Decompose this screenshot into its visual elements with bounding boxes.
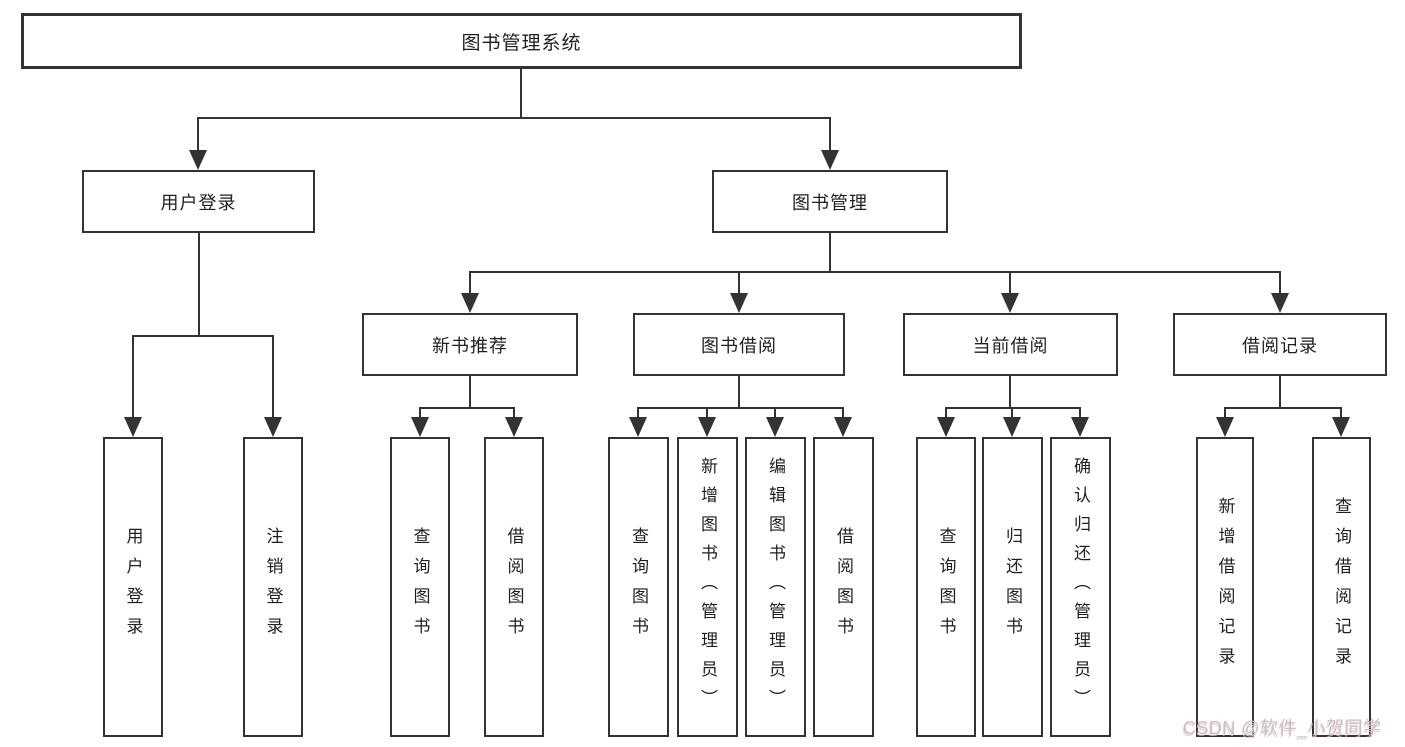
arrow-down-icon <box>189 150 207 170</box>
leaf-confirm-return-admin-label: 确认归还（管理员） <box>1071 456 1090 718</box>
connector-new-book-recommend-fork <box>419 376 515 420</box>
leaf-add-borrow-record: 新增借阅记录 <box>1196 437 1254 737</box>
arrow-down-icon <box>124 417 142 437</box>
arrow-down-icon <box>698 417 716 437</box>
connector-book-borrowing-fork <box>637 376 844 420</box>
leaf-add-books-admin: 新增图书（管理员） <box>677 437 738 737</box>
arrow-down-icon <box>766 417 784 437</box>
leaf-borrow-books-recommend: 借阅图书 <box>484 437 544 737</box>
leaf-logout-label: 注销登录 <box>263 527 283 647</box>
connector-root-fork <box>197 69 831 152</box>
arrow-down-icon <box>1001 293 1019 313</box>
arrow-down-icon <box>1216 417 1234 437</box>
leaf-query-books-borrowing-label: 查询图书 <box>629 527 648 647</box>
arrow-down-icon <box>834 417 852 437</box>
leaf-edit-books-admin-label: 编辑图书（管理员） <box>766 456 785 718</box>
arrow-down-icon <box>937 417 955 437</box>
node-library-system: 图书管理系统 <box>21 13 1022 69</box>
leaf-borrow-books-recommend-label: 借阅图书 <box>504 527 524 647</box>
arrow-down-icon <box>821 150 839 170</box>
connector-current-borrowing-fork <box>945 376 1081 420</box>
arrow-down-icon <box>461 293 479 313</box>
node-borrow-records: 借阅记录 <box>1173 313 1387 376</box>
node-book-borrowing: 图书借阅 <box>633 313 845 376</box>
node-book-management: 图书管理 <box>712 170 948 233</box>
leaf-return-books-label: 归还图书 <box>1003 527 1022 647</box>
leaf-borrow-books-borrowing: 借阅图书 <box>813 437 874 737</box>
arrow-down-icon <box>411 417 429 437</box>
leaf-query-books-recommend-label: 查询图书 <box>410 527 430 647</box>
leaf-edit-books-admin: 编辑图书（管理员） <box>745 437 806 737</box>
leaf-query-books-recommend: 查询图书 <box>390 437 450 737</box>
node-current-borrowing: 当前借阅 <box>903 313 1118 376</box>
arrowheads <box>124 150 1350 437</box>
arrow-down-icon <box>505 417 523 437</box>
leaf-borrow-books-borrowing-label: 借阅图书 <box>834 527 853 647</box>
leaf-query-borrow-record: 查询借阅记录 <box>1312 437 1371 737</box>
connector-borrow-records-fork <box>1224 376 1342 420</box>
arrow-down-icon <box>1271 293 1289 313</box>
leaf-query-books-borrowing: 查询图书 <box>608 437 669 737</box>
arrow-down-icon <box>1332 417 1350 437</box>
leaf-query-borrow-record-label: 查询借阅记录 <box>1332 497 1351 677</box>
leaf-query-books-current: 查询图书 <box>916 437 976 737</box>
arrow-down-icon <box>1071 417 1089 437</box>
leaf-logout: 注销登录 <box>243 437 303 737</box>
leaf-return-books: 归还图书 <box>982 437 1043 737</box>
arrow-down-icon <box>730 293 748 313</box>
connector-user-login-fork <box>132 233 274 420</box>
csdn-watermark: CSDN @软件_小贺同学 <box>1183 718 1382 738</box>
leaf-confirm-return-admin: 确认归还（管理员） <box>1050 437 1111 737</box>
node-user-login: 用户登录 <box>82 170 315 233</box>
arrow-down-icon <box>264 417 282 437</box>
leaf-add-borrow-record-label: 新增借阅记录 <box>1215 497 1235 677</box>
leaf-query-books-current-label: 查询图书 <box>936 527 956 647</box>
connector-book-management-fork <box>469 233 1281 296</box>
connector-lines <box>132 69 1342 420</box>
leaf-add-books-admin-label: 新增图书（管理员） <box>698 456 717 718</box>
node-new-book-recommend: 新书推荐 <box>362 313 578 376</box>
arrow-down-icon <box>629 417 647 437</box>
leaf-user-login: 用户登录 <box>103 437 163 737</box>
leaf-user-login-label: 用户登录 <box>123 527 143 647</box>
arrow-down-icon <box>1003 417 1021 437</box>
